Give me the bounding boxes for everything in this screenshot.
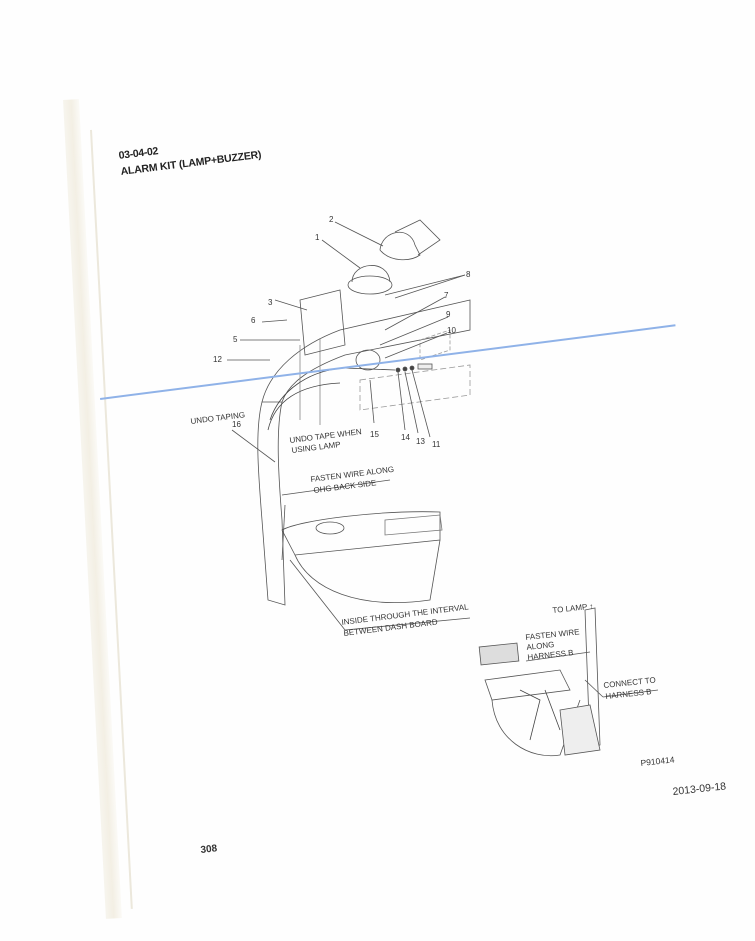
- callout-15: 15: [370, 430, 379, 439]
- dashboard-top: [281, 511, 441, 556]
- callout-3: 3: [268, 298, 273, 307]
- callout-11: 11: [432, 440, 441, 449]
- lamp-base: [347, 275, 393, 295]
- dashboard-body: [294, 539, 441, 603]
- ohg-pillar: [257, 401, 286, 606]
- buzzer-body: [355, 349, 381, 371]
- inset-diagram: [478, 607, 659, 757]
- inset-pillar: [584, 607, 601, 749]
- buzzer-dome: [379, 231, 421, 261]
- bracket-plate: [299, 289, 346, 356]
- lamp-dome: [351, 265, 391, 283]
- ohg-beam: [261, 299, 471, 403]
- callout-2: 2: [329, 215, 334, 224]
- callout-13: 14: [401, 433, 410, 442]
- callout-12: 13: [416, 437, 425, 446]
- callout-10: 10: [447, 326, 456, 335]
- buzzer-mount: [394, 219, 441, 256]
- callout-16: 16: [232, 420, 241, 429]
- callout-1: 1: [315, 233, 320, 242]
- callout-5: 5: [233, 335, 238, 344]
- callout-8: 8: [466, 270, 471, 279]
- callout-14: 12: [213, 355, 222, 364]
- callout-7: 7: [444, 291, 449, 300]
- page-number: 308: [200, 843, 218, 856]
- callout-6: 6: [251, 316, 256, 325]
- callout-9: 9: [446, 310, 451, 319]
